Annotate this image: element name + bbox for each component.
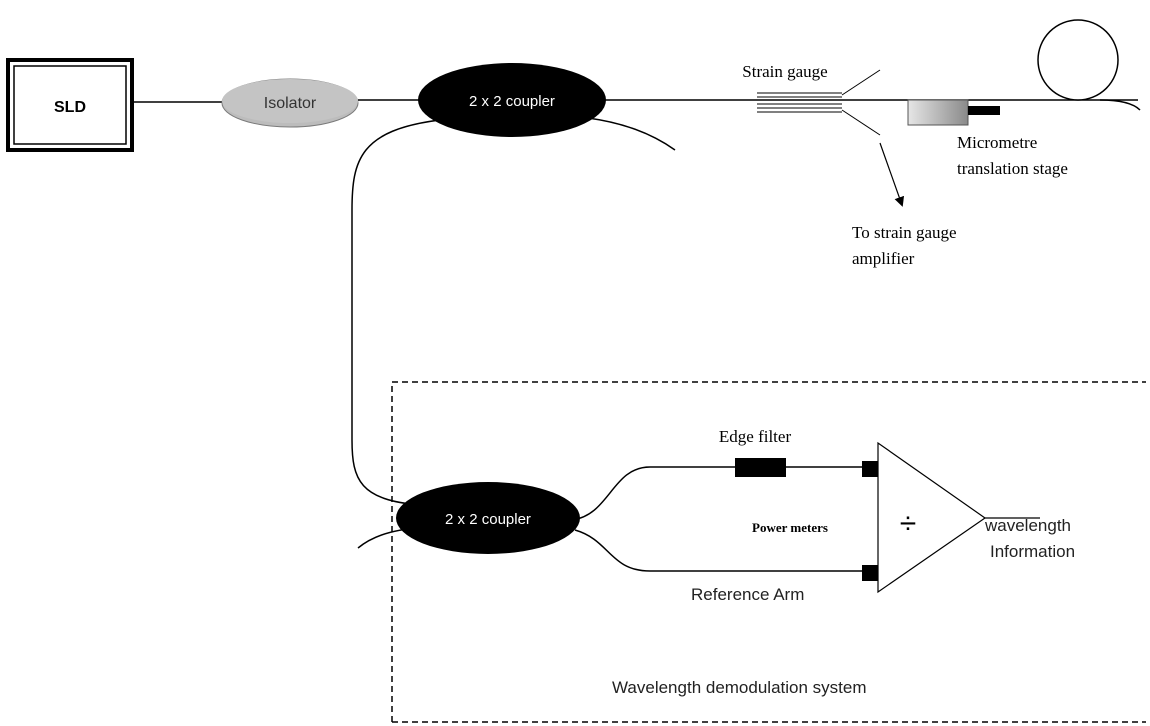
edge-filter <box>735 458 786 477</box>
divider-triangle <box>877 441 987 594</box>
strain-gauge-lead-bottom <box>841 109 881 136</box>
divide-icon: ÷ <box>900 507 916 540</box>
demod-box-border <box>391 381 1146 722</box>
fiber-filter-arm <box>571 466 735 521</box>
fiber-coupler-link <box>351 119 441 506</box>
coupler-bottom: 2 x 2 coupler <box>396 482 580 554</box>
strain-gauge-label: Strain gauge <box>742 62 827 81</box>
fiber-reference-arm <box>574 529 862 572</box>
wavelength-label-line2: Information <box>990 542 1075 561</box>
isolator-label: Isolator <box>264 95 317 112</box>
coupler-bottom-label: 2 x 2 coupler <box>445 511 531 528</box>
fiber-coupler-top-unused <box>587 117 676 151</box>
strain-gauge <box>757 92 842 113</box>
micrometre-label-line1: Micrometre <box>957 133 1037 152</box>
coupler-top-label: 2 x 2 coupler <box>469 93 555 110</box>
amplifier-arrow <box>879 142 905 207</box>
demod-system-label: Wavelength demodulation system <box>612 678 867 697</box>
sld-label: SLD <box>54 99 86 116</box>
power-meters-label: Power meters <box>752 520 828 535</box>
wavelength-label-line1: wavelength <box>984 516 1071 535</box>
fiber-loop <box>1037 19 1119 101</box>
strain-gauge-lead-top <box>841 69 881 96</box>
isolator: Isolator <box>221 78 359 128</box>
micrometre-label-line2: translation stage <box>957 159 1068 178</box>
power-meter-top <box>862 461 878 477</box>
translation-stage <box>907 99 1000 126</box>
edge-filter-label: Edge filter <box>719 427 792 446</box>
sld-source: SLD <box>6 58 134 152</box>
amplifier-label-line1: To strain gauge <box>852 223 957 242</box>
coupler-top: 2 x 2 coupler <box>418 63 606 137</box>
amplifier-label-line2: amplifier <box>852 249 915 268</box>
power-meter-bottom <box>862 565 878 581</box>
fiber-end-curve <box>1099 99 1141 111</box>
reference-arm-label: Reference Arm <box>691 585 804 604</box>
